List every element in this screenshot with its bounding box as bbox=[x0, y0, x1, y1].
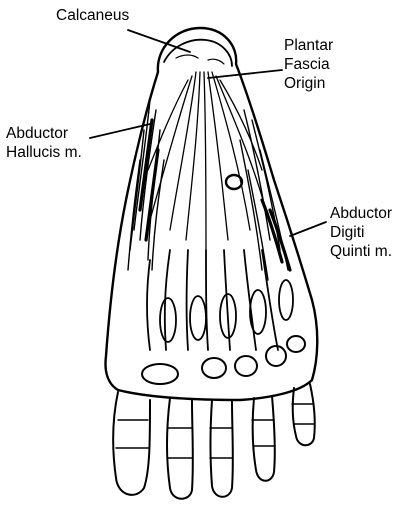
abductor-digiti-quinti-dark-bands bbox=[262, 200, 290, 270]
metatarsal-tendons bbox=[147, 250, 278, 350]
label-abductor-hallucis: Abductor Hallucis m. bbox=[6, 124, 82, 162]
toe-joints bbox=[116, 404, 314, 458]
label-plantar-fascia-origin: Plantar Fascia Origin bbox=[284, 36, 333, 93]
toe-2 bbox=[167, 398, 193, 499]
toe-3 bbox=[211, 400, 233, 497]
toe-4 bbox=[253, 396, 275, 481]
calcaneus-shading bbox=[176, 55, 224, 64]
label-abductor-digiti-quinti: Abductor Digiti Quinti m. bbox=[330, 204, 392, 261]
toe-5 bbox=[293, 384, 315, 445]
leader-plantar-fascia bbox=[208, 70, 282, 78]
toes bbox=[113, 384, 315, 499]
label-calcaneus: Calcaneus bbox=[56, 6, 129, 25]
toe-big bbox=[113, 392, 150, 495]
leader-abductor-digiti-quinti bbox=[290, 222, 326, 236]
central-node bbox=[226, 175, 242, 189]
